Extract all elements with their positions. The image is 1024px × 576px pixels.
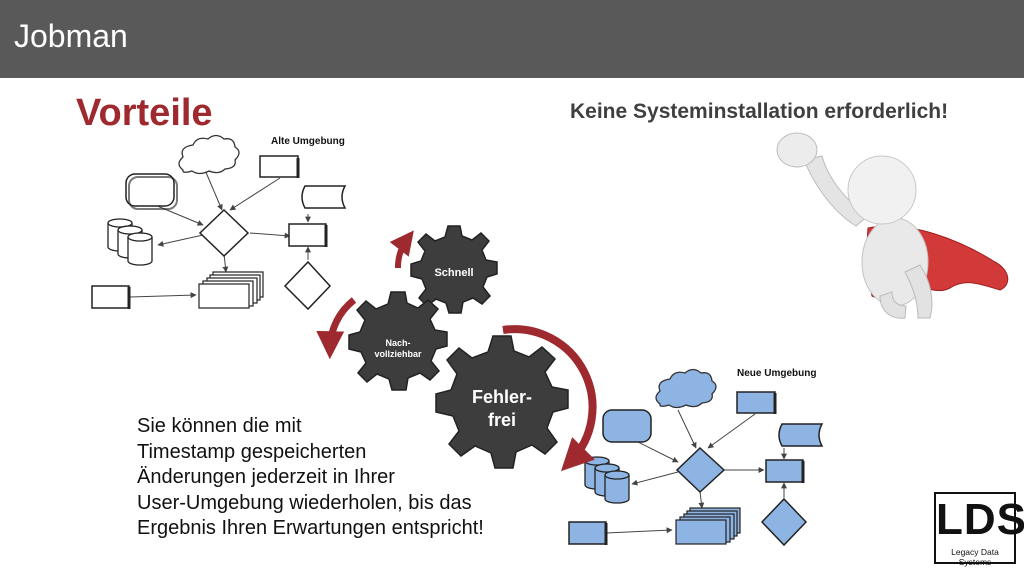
gear-schnell [410, 225, 498, 314]
red-arrow-schnell [389, 230, 414, 269]
gear-label-nach-line2: vollziehbar [374, 349, 422, 359]
gear-fehlerfrei [435, 335, 569, 469]
body-text: Sie können die mit Timestamp gespeichert… [137, 414, 557, 542]
gear-nachvollziehbar [348, 291, 448, 391]
cloud-shape [178, 134, 240, 175]
header-bar: Jobman [0, 0, 1024, 78]
body-line: Änderungen jederzeit in Ihrer [137, 466, 395, 488]
new-environment-diagram [568, 368, 824, 547]
gear-label-schnell: Schnell [434, 267, 473, 279]
body-line: Ergebnis Ihren Erwartungen entspricht! [137, 517, 484, 539]
old-environment-diagram [91, 134, 347, 311]
superhero-figure [776, 132, 1009, 319]
gear-label-fehler-line2: frei [488, 410, 516, 430]
cloud-shape [655, 368, 717, 409]
logo-text: LDS [936, 495, 1024, 544]
slide-title: Vorteile [76, 92, 213, 134]
red-arrow-nachvollziehbar [316, 297, 357, 360]
gear-label-fehler-line1: Fehler- [472, 387, 532, 407]
body-line: User-Umgebung wiederholen, bis das [137, 491, 472, 514]
logo-subtitle: Legacy Data Systems [951, 547, 999, 567]
slide-subtitle: Keine Systeminstallation erforderlich! [570, 100, 949, 123]
gears-group: Schnell Nach- vollziehbar Fehler- frei [316, 225, 597, 472]
body-line: Sie können die mit [137, 415, 302, 437]
header-title: Jobman [14, 18, 128, 54]
lds-logo: LDS Legacy Data Systems [934, 492, 1024, 567]
red-arrow-fehlerfrei [502, 325, 597, 472]
gear-label-nach-line1: Nach- [385, 338, 410, 348]
body-line: Timestamp gespeicherten [137, 440, 367, 463]
old-environment-label: Alte Umgebung [271, 136, 345, 147]
new-environment-label: Neue Umgebung [737, 368, 817, 379]
